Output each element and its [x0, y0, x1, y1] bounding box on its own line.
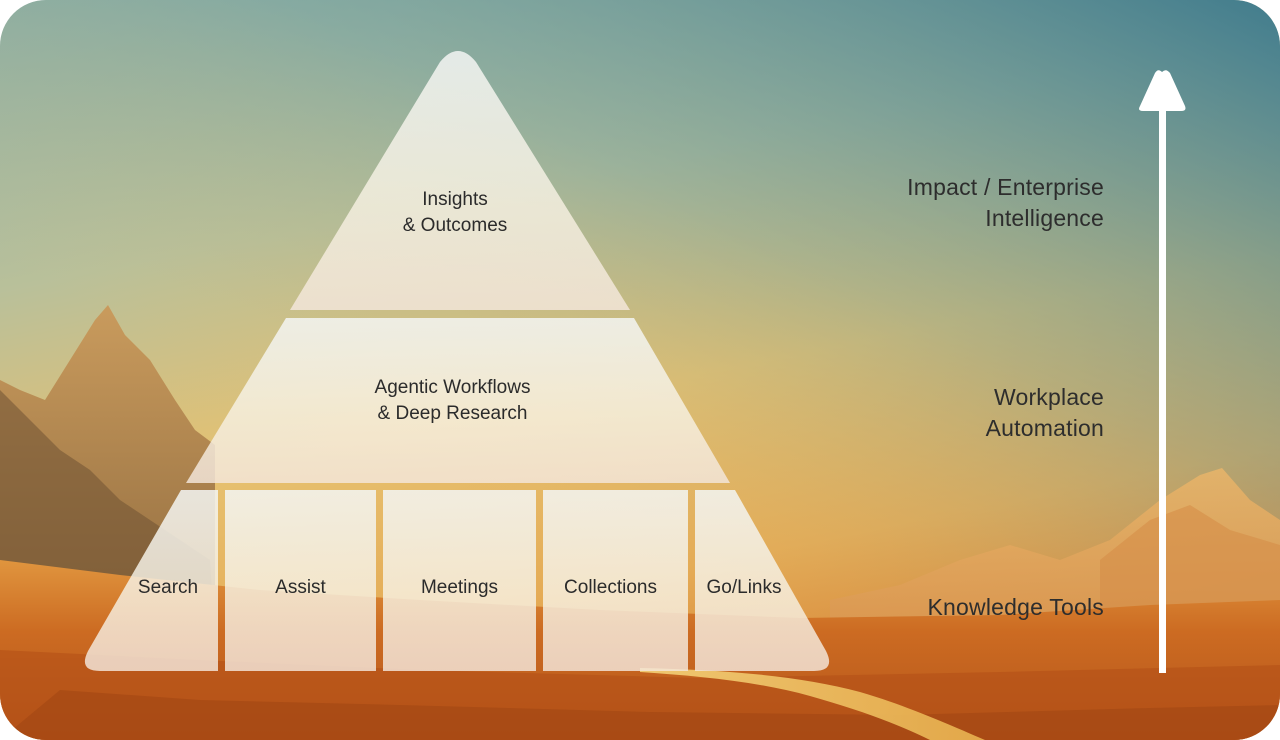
- label-impact-enterprise-intelligence: Impact / Enterprise Intelligence: [907, 174, 1104, 231]
- tool-assist: Assist: [275, 577, 326, 598]
- up-arrow-icon: [1139, 70, 1186, 673]
- tier-insights-outcomes: Insights & Outcomes: [402, 189, 508, 236]
- label-workplace-automation: Workplace Automation: [985, 384, 1104, 441]
- label-knowledge-tools: Knowledge Tools: [927, 594, 1104, 620]
- pyramid-shape: [84, 51, 830, 671]
- tier-agentic-workflows: Agentic Workflows & Deep Research: [374, 377, 531, 424]
- tool-search: Search: [137, 577, 199, 598]
- tool-meetings: Meetings: [420, 577, 499, 598]
- tool-collections: Collections: [564, 577, 657, 598]
- tool-go-links: Go/Links: [706, 577, 782, 598]
